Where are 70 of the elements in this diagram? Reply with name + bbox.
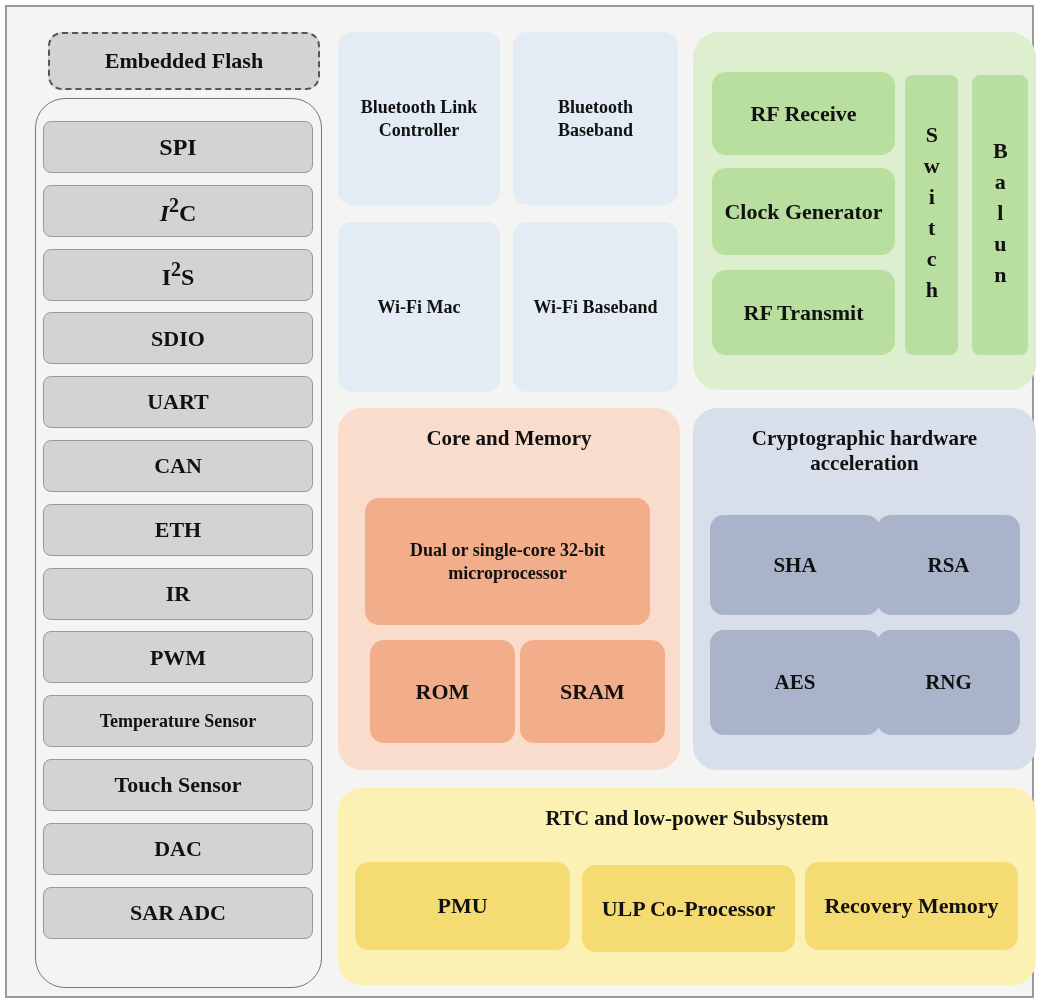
block-label: RSA [927, 551, 970, 579]
block-label: Touch Sensor [114, 771, 242, 799]
block-box [355, 862, 570, 950]
block-box [370, 640, 515, 743]
block-box [43, 631, 313, 684]
block-label: Bluetooth Link Controller [359, 96, 479, 141]
block-box [43, 886, 313, 939]
block-box [43, 822, 313, 875]
block-label: I$^{2}$S [161, 257, 195, 293]
block-label: RF Receive [750, 99, 857, 128]
group-outline [35, 98, 322, 988]
block-label: RNG [925, 669, 972, 696]
block-box [712, 168, 895, 255]
block-box [712, 270, 895, 355]
section-heading: Cryptographic hardware acceleration [750, 426, 979, 477]
block-box [710, 630, 880, 735]
block-box [43, 567, 313, 620]
block-box [43, 376, 313, 429]
block-box [43, 312, 313, 365]
block-box [43, 503, 313, 556]
block-label: DAC [154, 835, 202, 863]
section-heading: Core and Memory [425, 426, 593, 452]
block-box [805, 862, 1018, 950]
block-box [43, 184, 313, 237]
block-label: SAR ADC [130, 898, 226, 927]
block-label: PMU [437, 892, 488, 920]
block-label: Wi-Fi Baseband [533, 295, 658, 319]
block-box [905, 75, 958, 355]
block-label: Temperature Sensor [99, 709, 257, 733]
block-box [48, 32, 320, 90]
block-label: SPI [159, 133, 197, 162]
block-box [582, 865, 795, 952]
block-box [877, 515, 1020, 615]
block-label: Recovery Memory [824, 892, 999, 920]
block-label: Balun [986, 137, 1014, 293]
block-box [43, 759, 313, 811]
block-label: SRAM [560, 677, 625, 706]
block-label: PWM [149, 643, 207, 672]
block-label: RF Transmit [743, 298, 864, 327]
block-box [365, 498, 650, 625]
block-label: IR [165, 579, 191, 608]
section-panel [693, 408, 1036, 770]
block-label: SDIO [151, 324, 205, 353]
block-box [43, 248, 313, 301]
block-box [43, 121, 313, 173]
section-panel [338, 788, 1036, 985]
block-box [972, 75, 1028, 355]
block-label: UART [147, 388, 209, 416]
section-panel [338, 408, 680, 770]
block-label: Embedded Flash [104, 47, 264, 75]
block-label: I$^{2}$C [159, 193, 197, 229]
block-box [43, 440, 313, 492]
block-label: ETH [154, 516, 202, 544]
block-label: Clock Generator [724, 197, 883, 226]
block-label: Bluetooth Baseband [556, 96, 634, 141]
block-box [520, 640, 665, 743]
block-label: Switch [918, 122, 946, 308]
block-label: AES [774, 669, 816, 696]
block-label: SHA [773, 551, 817, 579]
block-box [712, 72, 895, 155]
group-outline [693, 32, 1036, 390]
block-box [43, 695, 313, 748]
block-label: ROM [415, 677, 470, 706]
block-label: Dual or single-core 32-bit microprocessor [409, 539, 606, 584]
block-box [877, 630, 1020, 735]
block-label: ULP Co-Processor [601, 894, 776, 923]
block-box [710, 515, 880, 615]
section-heading: RTC and low-power Subsystem [544, 806, 830, 832]
block-label: Wi-Fi Mac [377, 295, 461, 319]
block-label: CAN [154, 452, 202, 480]
